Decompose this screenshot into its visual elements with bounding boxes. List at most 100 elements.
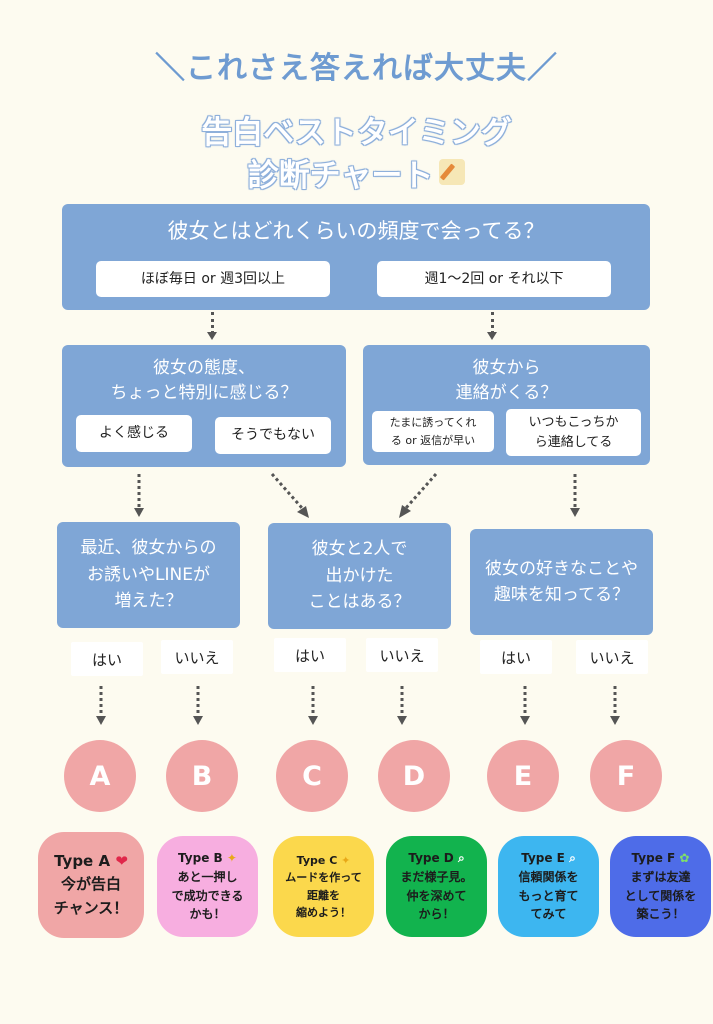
answer-yes-c[interactable]: はい [274,638,346,672]
result-card-f-type-label: Type F [631,851,676,866]
q2-right-answer-right-line1: いつもこっちか [528,415,619,430]
result-circle-c: C [276,740,348,812]
arrow-head [134,508,144,517]
arrow-line [404,473,438,509]
magnifier-icon: ⌕ [457,851,465,866]
arrow-head [297,506,309,518]
result-card-b-line3: かも！ [189,907,226,922]
question-3-middle-line2: 出かけた [325,565,394,586]
q2-left-answer-left[interactable]: よく感じる [76,415,192,452]
question-3-left-line1: 最近、彼女からの [80,538,217,559]
result-card-a[interactable]: Type A ❤ 今が告白 チャンス！ [38,832,144,938]
answer-yes-a[interactable]: はい [71,642,143,676]
arrow-head [193,716,203,725]
result-card-e-type: Type E ⌕ [521,849,576,868]
arrows-to-results [96,686,620,725]
q1-answer-right[interactable]: 週1〜2回 or それ以下 [377,261,611,297]
question-3-left-line3: 増えた？ [114,591,183,612]
tagline: ＼これさえ答えれば大丈夫／ [155,51,558,86]
arrow-head [399,505,411,518]
arrow-head [96,716,106,725]
question-1-box: 彼女とはどれくらいの頻度で会ってる？ ほぼ毎日 or 週3回以上 週1〜2回 o… [62,204,650,310]
question-3-middle-box: 彼女と2人で 出かけた ことはある？ [268,523,451,629]
question-2-left-line1: 彼女の態度、 [153,357,255,378]
result-card-c-line3: 縮めよう！ [296,905,351,919]
result-card-a-type: Type A ❤ [54,850,128,873]
q2-right-answer-left-line2: る or 返信が早い [390,433,476,447]
result-card-b[interactable]: Type B ✦ あと一押し で成功できる かも！ [157,836,258,937]
arrow-line [270,473,304,509]
result-circle-b: B [166,740,238,812]
result-card-b-line2: で成功できる [171,888,244,903]
result-card-e[interactable]: Type E ⌕ 信頼関係を もっと育て てみて [498,836,599,937]
sparkle-icon: ✦ [341,854,351,868]
answer-no-b[interactable]: いいえ [161,640,233,674]
heart-icon: ❤ [115,852,128,871]
question-2-left-line2: ちょっと特別に感じる？ [110,382,298,403]
question-1-text: 彼女とはどれくらいの頻度で会ってる？ [167,218,545,243]
sprout-icon: ✿ [679,851,690,866]
q2-right-answer-left[interactable]: たまに誘ってくれ る or 返信が早い [372,411,494,452]
q2-right-answer-right[interactable]: いつもこっちか ら連絡してる [506,409,641,456]
title-line-1: 告白ベストタイミング [201,114,512,151]
question-2-right-line1: 彼女から [472,357,541,378]
result-card-a-line1: 今が告白 [60,875,121,894]
question-2-right-box: 彼女から 連絡がくる？ たまに誘ってくれ る or 返信が早い いつもこっちか … [363,345,650,465]
result-card-f-line1: まずは友達 [630,869,691,884]
pencil-memo-icon [439,159,466,185]
arrow-head [570,508,580,517]
result-circle-f: F [590,740,662,812]
result-card-e-type-label: Type E [521,851,565,866]
arrow-head [610,716,620,725]
question-3-right-line1: 彼女の好きなことや [485,558,638,579]
arrow-head [397,716,407,725]
arrows-q2-q3 [134,473,580,518]
result-card-b-line1: あと一押し [177,869,238,884]
result-card-e-line2: もっと育て [518,888,579,903]
arrow-connector [491,312,494,334]
answer-yes-e[interactable]: はい [480,640,552,674]
arrow-head [487,332,497,340]
result-card-c-line1: ムードを作って [285,871,362,885]
question-3-left-line2: お誘いやLINEが [87,564,210,585]
question-3-middle-line1: 彼女と2人で [311,539,408,560]
result-card-d-type-label: Type D [408,851,454,866]
title-line-2: 診断チャート [0,150,713,194]
arrow-head [207,332,217,340]
question-2-right-line2: 連絡がくる？ [455,382,558,403]
result-card-d-line2: 仲を深めて [406,888,467,903]
result-card-b-type-label: Type B [178,851,223,866]
result-card-f[interactable]: Type F ✿ まずは友達 として関係を 築こう！ [610,836,711,937]
result-card-e-line3: てみて [530,907,567,922]
result-card-d-line3: から！ [418,907,455,922]
result-card-f-line2: として関係を [624,888,697,903]
result-card-d-line1: まだ様子見。 [400,869,473,884]
result-card-b-type: Type B ✦ [178,849,237,868]
result-card-d[interactable]: Type D ⌕ まだ様子見。 仲を深めて から！ [386,836,487,937]
q2-right-answer-right-line2: ら連絡してる [534,434,613,450]
title-line-2-text: 診断チャート [247,157,434,194]
answer-no-d[interactable]: いいえ [366,638,438,672]
question-3-middle-line3: ことはある？ [308,592,411,613]
result-circle-e: E [487,740,559,812]
result-card-a-type-label: Type A [54,852,111,871]
arrow-head [520,716,530,725]
q2-left-answer-right[interactable]: そうでもない [215,417,331,454]
result-card-f-line3: 築こう！ [636,907,685,922]
arrow-connector [211,312,214,334]
q1-answer-left[interactable]: ほぼ毎日 or 週3回以上 [96,261,330,297]
magnifier-icon: ⌕ [569,851,576,866]
result-card-c[interactable]: Type C ✦ ムードを作って 距離を 縮めよう！ [273,836,374,937]
q2-right-answer-left-line1: たまに誘ってくれ [389,416,477,430]
result-card-c-type: Type C ✦ [297,852,351,869]
answer-no-f[interactable]: いいえ [576,640,648,674]
result-card-a-line2: チャンス！ [53,898,129,917]
result-circle-d: D [378,740,450,812]
result-card-c-type-label: Type C [296,854,338,868]
question-3-right-box: 彼女の好きなことや 趣味を知ってる？ [470,529,653,635]
question-3-left-box: 最近、彼女からの お誘いやLINEが 増えた？ [57,522,240,628]
result-card-d-type: Type D ⌕ [408,849,464,868]
result-card-c-line2: 距離を [307,888,340,902]
result-card-e-line1: 信頼関係を [518,869,579,884]
result-card-f-type: Type F ✿ [632,849,690,868]
